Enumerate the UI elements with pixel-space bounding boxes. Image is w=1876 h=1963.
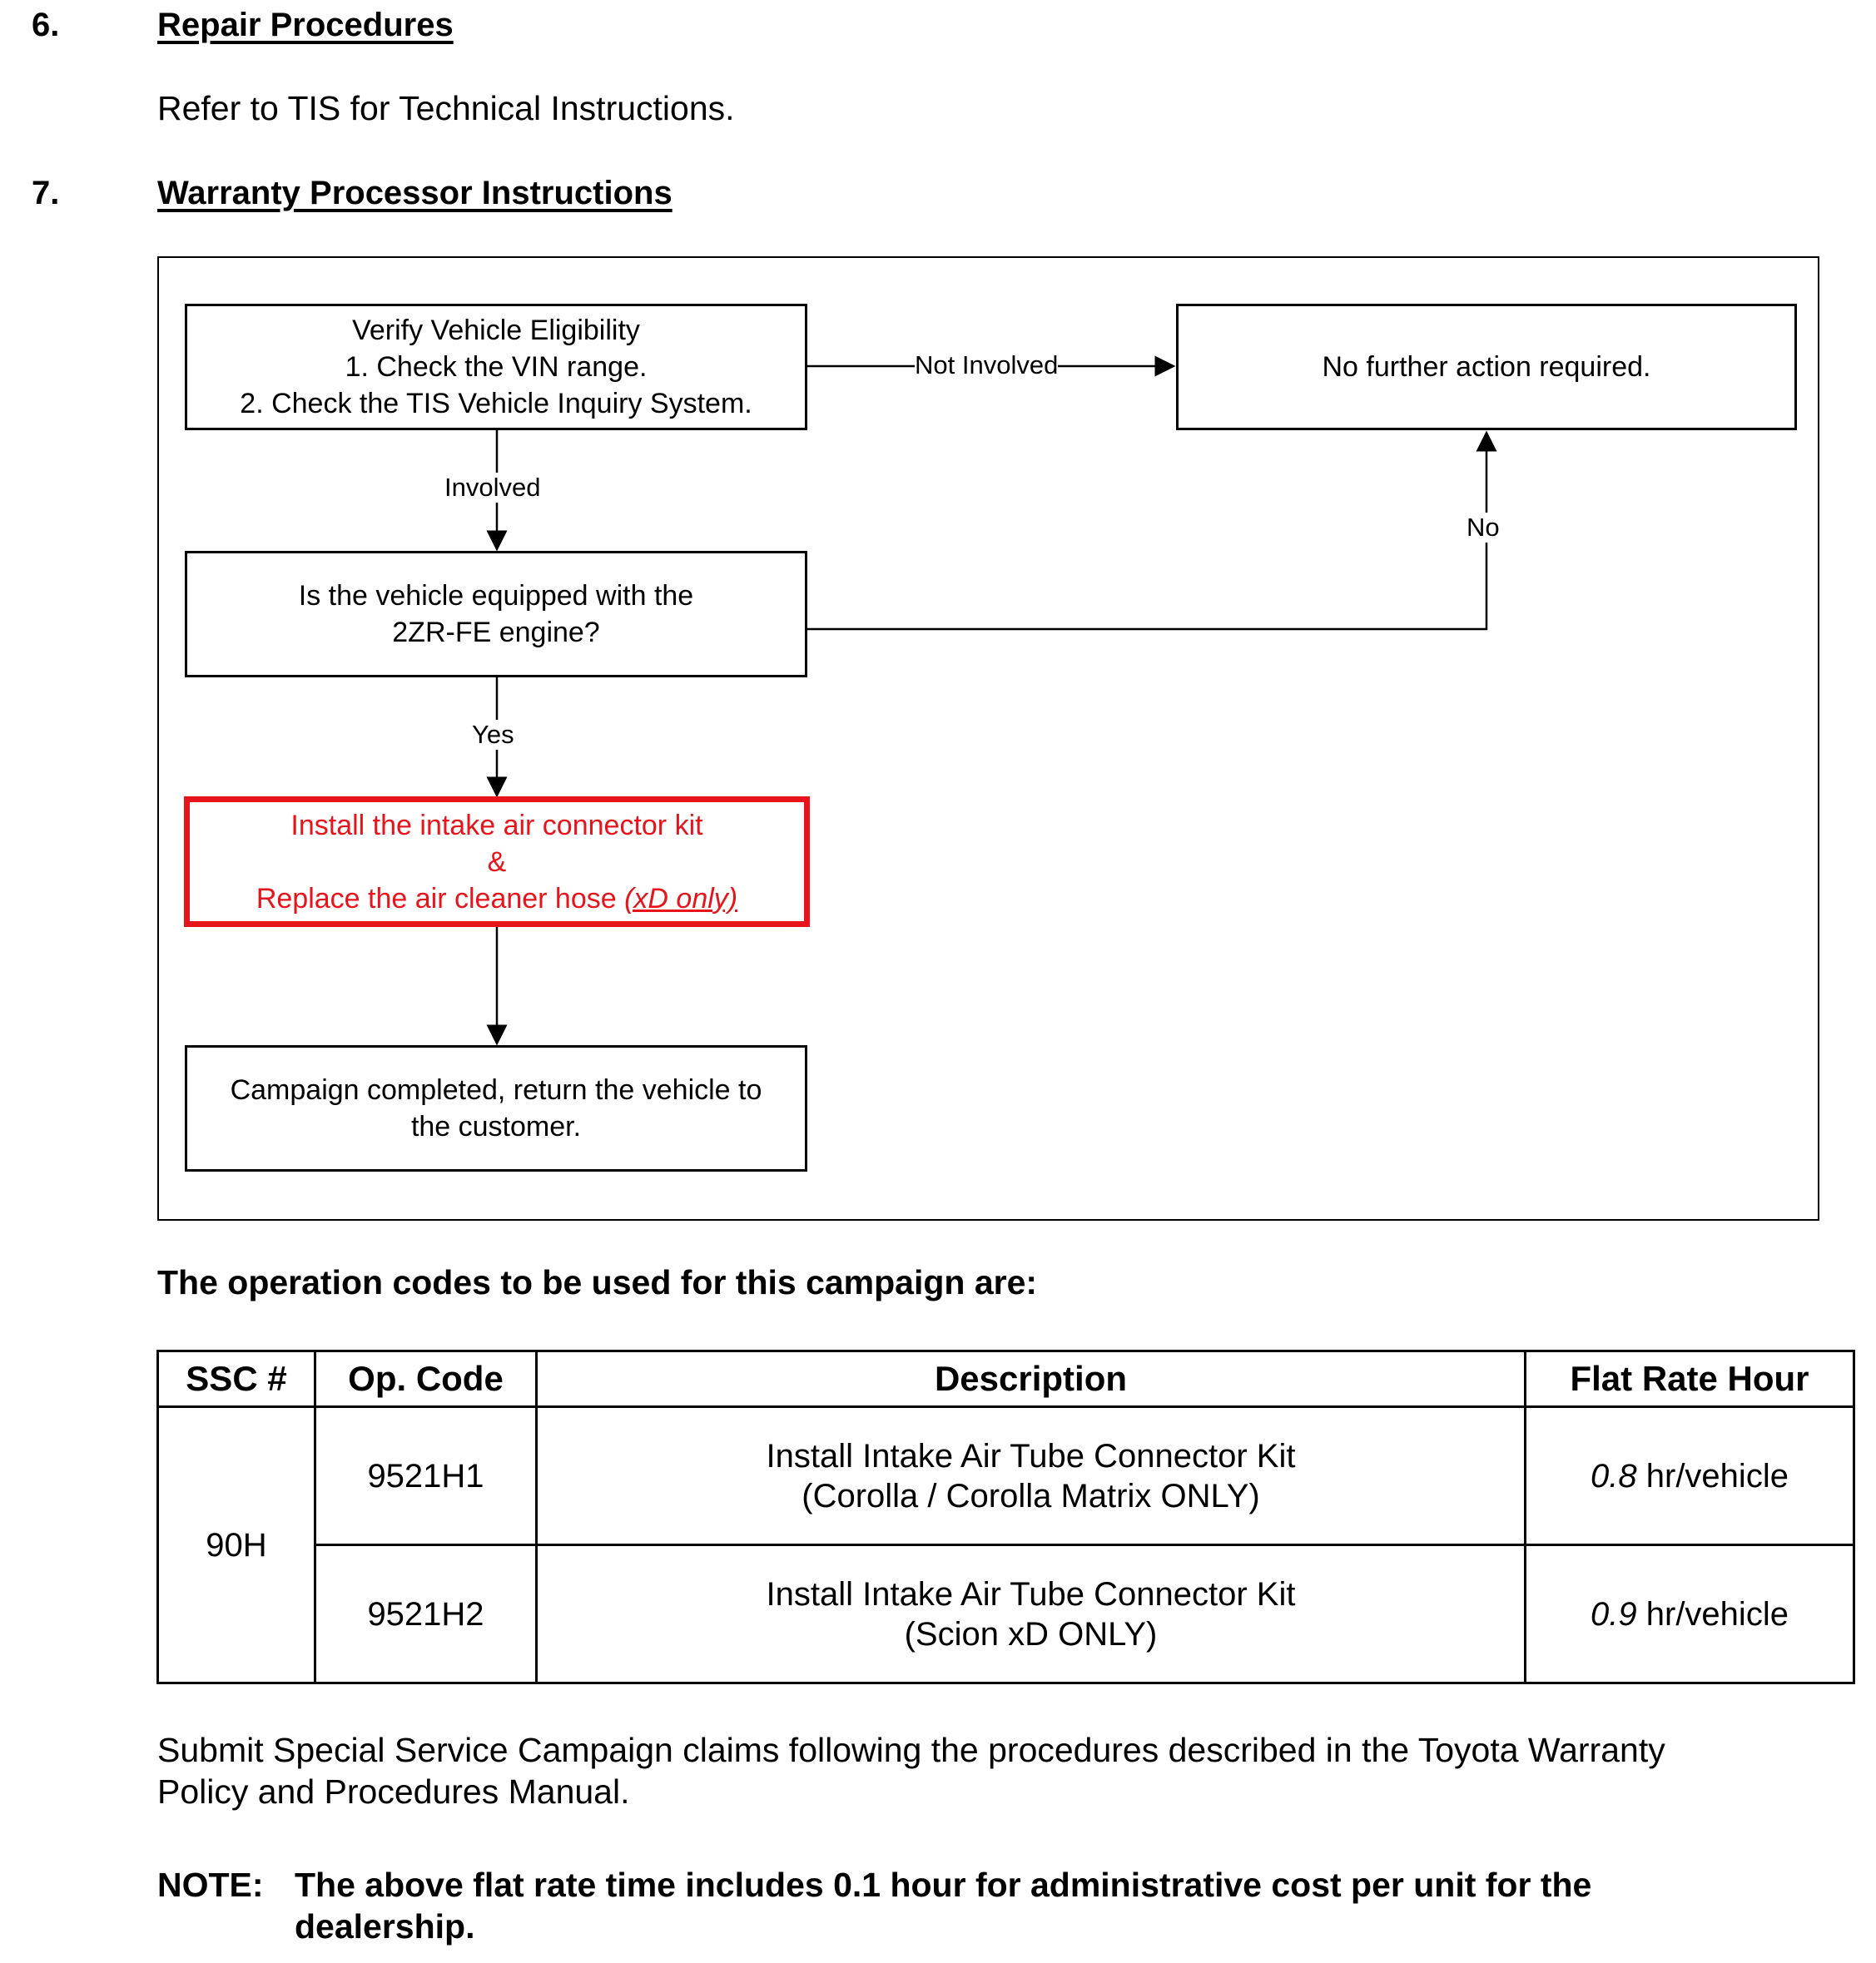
note-label: NOTE: <box>157 1866 264 1904</box>
note-line2: dealership. <box>295 1907 475 1946</box>
ssc-number-cell: 90H <box>156 1405 316 1684</box>
campaign-complete-line2: the customer. <box>410 1111 582 1143</box>
op-code-cell: 9521H1 <box>314 1405 538 1546</box>
verify-step-tis: 2. Check the TIS Vehicle Inquiry System. <box>240 388 752 419</box>
operation-codes-heading: The operation codes to be used for this … <box>157 1263 1038 1301</box>
description-cell: Install Intake Air Tube Connector Kit (S… <box>535 1544 1526 1684</box>
flat-rate-unit: hr/vehicle <box>1636 1457 1789 1495</box>
description-cell: Install Intake Air Tube Connector Kit (C… <box>535 1405 1526 1546</box>
engine-question-line1: Is the vehicle equipped with the <box>298 580 694 612</box>
description-line2: (Scion xD ONLY) <box>904 1615 1158 1653</box>
description-line2: (Corolla / Corolla Matrix ONLY) <box>802 1477 1260 1514</box>
no-action-text: No further action required. <box>1322 351 1651 383</box>
description-line1: Install Intake Air Tube Connector Kit <box>766 1575 1296 1613</box>
header-flat-rate: Flat Rate Hour <box>1524 1350 1855 1408</box>
install-kit-box: Install the intake air connector kit & R… <box>184 796 810 927</box>
table-header-row: SSC # Op. Code Description Flat Rate Hou… <box>156 1350 1855 1408</box>
section-7-title: Warranty Processor Instructions <box>157 175 672 211</box>
replace-hose-text: Replace the air cleaner hose <box>256 882 625 915</box>
submit-claims-text: Submit Special Service Campaign claims f… <box>157 1729 1665 1812</box>
label-yes: Yes <box>472 720 514 750</box>
flat-rate-value: 0.8 <box>1591 1457 1637 1495</box>
note-text: The above flat rate time includes 0.1 ho… <box>295 1864 1591 1947</box>
label-involved: Involved <box>444 473 541 503</box>
section-7-number: 7. <box>32 175 60 211</box>
flowchart-frame <box>157 256 1819 1221</box>
table-row: 9521H2 Install Intake Air Tube Connector… <box>158 1544 1855 1684</box>
label-no: No <box>1467 513 1500 543</box>
engine-question-line2: 2ZR-FE engine? <box>392 617 600 648</box>
note-line1: The above flat rate time includes 0.1 ho… <box>295 1866 1592 1904</box>
flat-rate-cell: 0.8 hr/vehicle <box>1524 1405 1855 1546</box>
submit-claims-line1: Submit Special Service Campaign claims f… <box>157 1731 1665 1769</box>
section-6-title: Repair Procedures <box>157 7 454 43</box>
header-op-code: Op. Code <box>314 1350 538 1408</box>
operation-codes-table: SSC # Op. Code Description Flat Rate Hou… <box>156 1350 1855 1684</box>
label-not-involved: Not Involved <box>915 350 1059 380</box>
engine-check-box: Is the vehicle equipped with the 2ZR-FE … <box>185 551 807 677</box>
no-action-box: No further action required. <box>1176 304 1797 430</box>
verify-step-vin: 1. Check the VIN range. <box>345 351 648 383</box>
campaign-complete-box: Campaign completed, return the vehicle t… <box>185 1045 807 1172</box>
replace-hose-line: Replace the air cleaner hose (xD only) <box>256 880 737 917</box>
arrow-no <box>806 430 1497 631</box>
verify-eligibility-box: Verify Vehicle Eligibility 1. Check the … <box>185 304 807 430</box>
section-6-number: 6. <box>32 7 60 43</box>
flat-rate-unit: hr/vehicle <box>1636 1595 1789 1633</box>
op-code-cell: 9521H2 <box>314 1544 538 1684</box>
xd-only-emphasis: (xD only) <box>624 882 738 915</box>
repair-instructions-text: Refer to TIS for Technical Instructions. <box>157 89 735 127</box>
install-ampersand: & <box>487 845 507 878</box>
install-kit-line: Install the intake air connector kit <box>290 809 703 841</box>
header-ssc: SSC # <box>156 1350 316 1408</box>
flat-rate-value: 0.9 <box>1591 1595 1637 1633</box>
submit-claims-line2: Policy and Procedures Manual. <box>157 1772 630 1811</box>
verify-eligibility-title: Verify Vehicle Eligibility <box>352 315 640 346</box>
campaign-complete-line1: Campaign completed, return the vehicle t… <box>230 1074 762 1106</box>
header-description: Description <box>535 1350 1526 1408</box>
description-line1: Install Intake Air Tube Connector Kit <box>766 1437 1296 1475</box>
flat-rate-cell: 0.9 hr/vehicle <box>1524 1544 1855 1684</box>
table-row: 90H 9521H1 Install Intake Air Tube Conne… <box>156 1405 1855 1684</box>
